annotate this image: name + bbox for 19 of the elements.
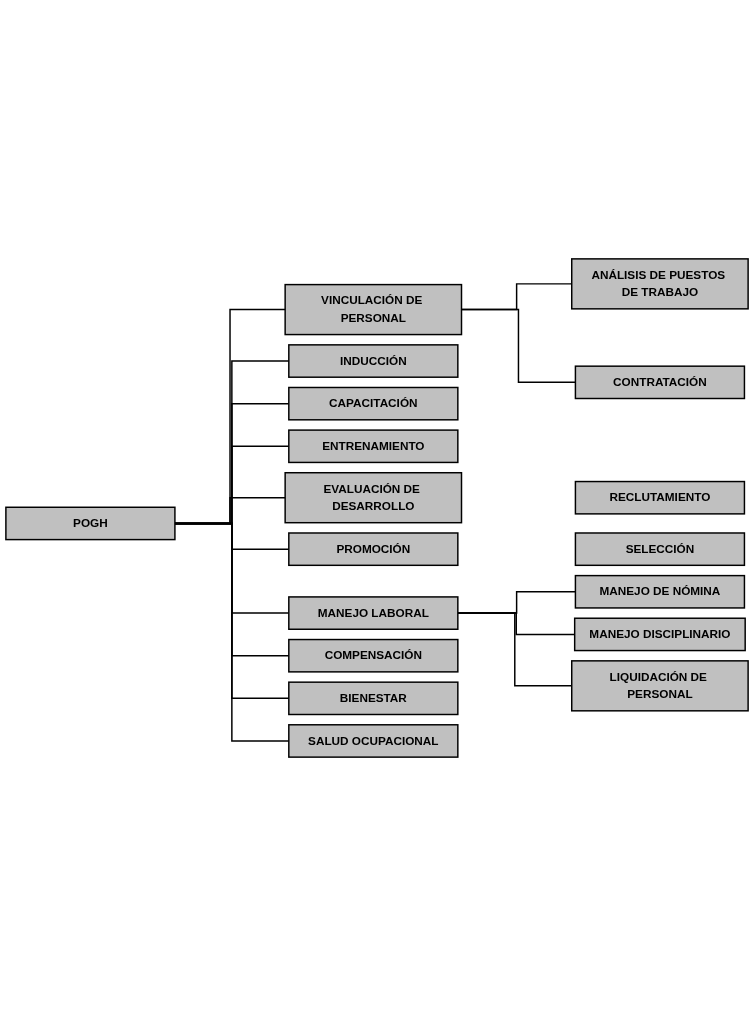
node-box: SALUD OCUPACIONAL	[288, 723, 459, 758]
node-box: BIENESTAR	[288, 680, 459, 715]
connector	[174, 522, 290, 742]
node-box: INDUCCIÓN	[288, 343, 459, 378]
node-box: POGH	[5, 506, 176, 540]
node-box: MANEJO LABORAL	[288, 595, 459, 630]
node-box: RECLUTAMIENTO	[574, 480, 746, 515]
node-box: ENTRENAMIENTO	[288, 428, 459, 463]
node-box: MANEJO DE NÓMINA	[574, 574, 746, 609]
node-box: VINCULACIÓN DE PERSONAL	[284, 283, 463, 335]
node-box: PROMOCIÓN	[288, 531, 459, 566]
node-box: ANÁLISIS DE PUESTOS DE TRABAJO	[571, 257, 749, 310]
node-box: CONTRATACIÓN	[574, 364, 746, 399]
node-box: SELECCIÓN	[574, 531, 746, 566]
node-box: CAPACITACIÓN	[288, 386, 459, 421]
node-box: COMPENSACIÓN	[288, 638, 459, 673]
node-box: MANEJO DISCIPLINARIO	[573, 617, 746, 651]
node-box: LIQUIDACIÓN DE PERSONAL	[571, 659, 749, 712]
node-box: EVALUACIÓN DE DESARROLLO	[284, 471, 463, 523]
